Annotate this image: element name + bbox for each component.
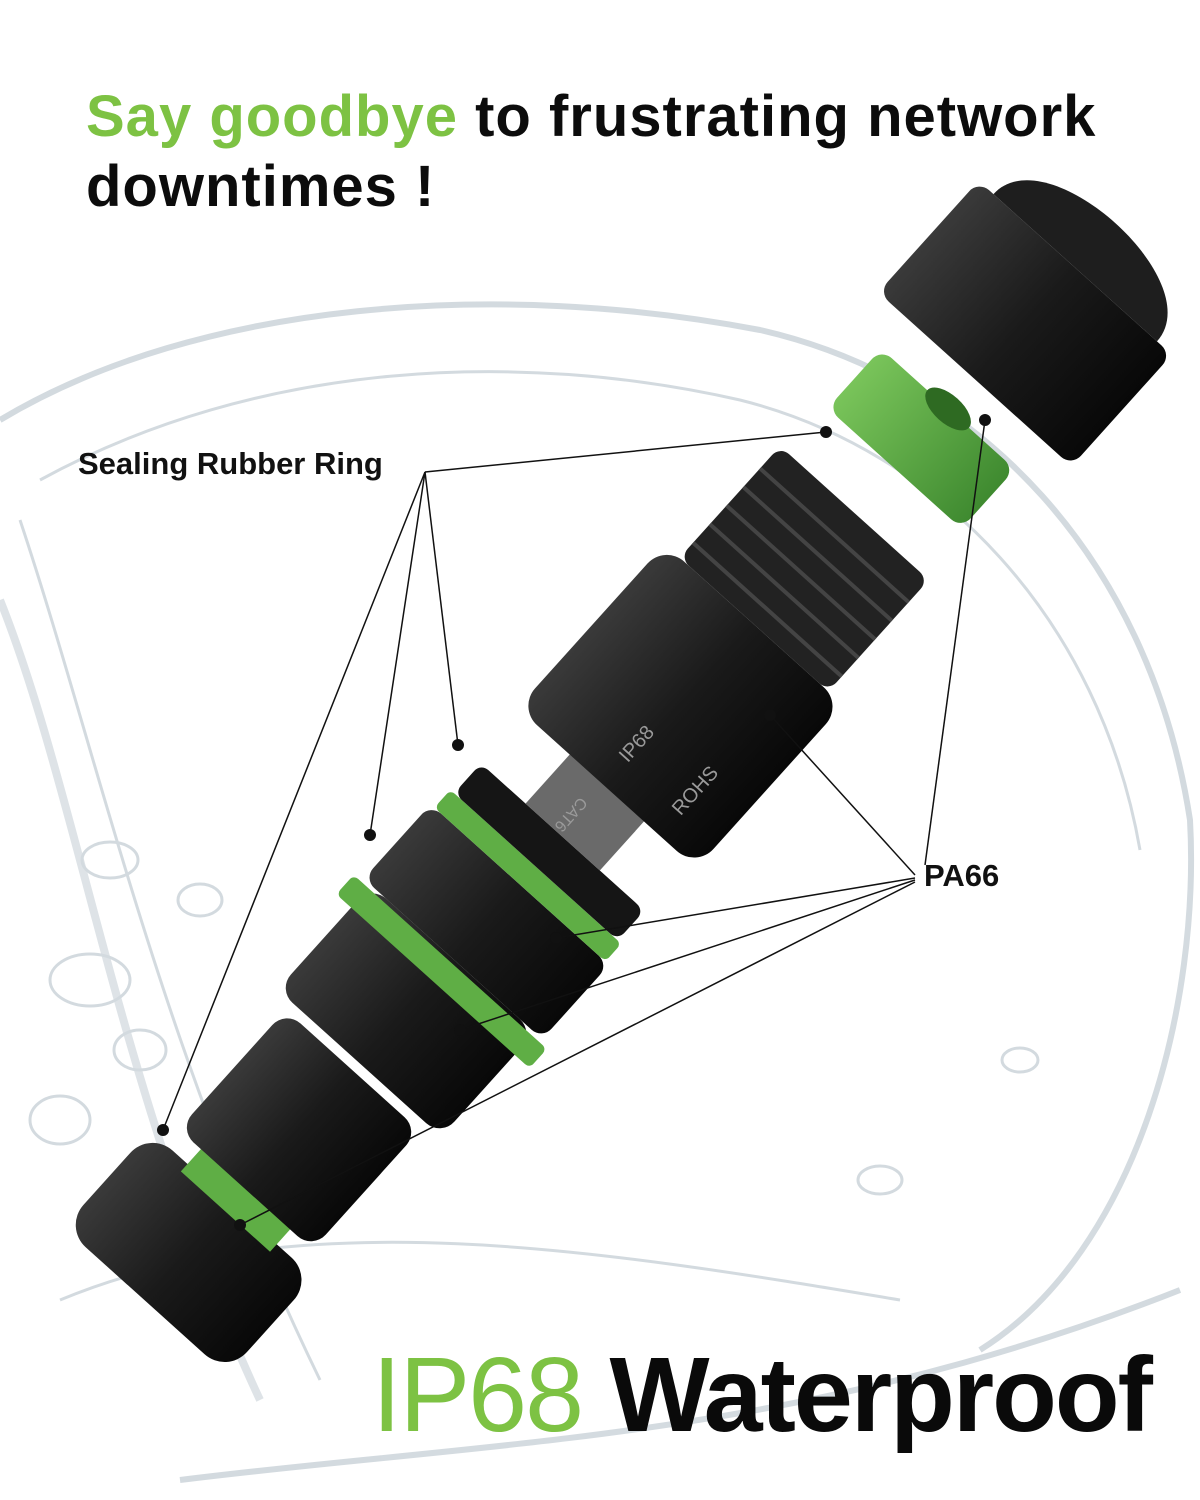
footer-rating: IP68 <box>372 1336 584 1454</box>
callout-sealing-ring: Sealing Rubber Ring <box>78 446 383 481</box>
headline-rest: to frustrating network downtimes ! <box>86 84 1097 219</box>
headline: Say goodbye to frustrating network downt… <box>86 82 1136 222</box>
callout-pa66: PA66 <box>924 858 1000 893</box>
connector-assembly <box>75 180 1168 1362</box>
leader-dots <box>157 414 991 1231</box>
headline-highlight: Say goodbye <box>86 84 458 149</box>
footer-feature: Waterproof <box>582 1336 1153 1454</box>
footer-title: IP68 Waterproof <box>372 1335 1153 1456</box>
leader-lines <box>162 419 986 1226</box>
